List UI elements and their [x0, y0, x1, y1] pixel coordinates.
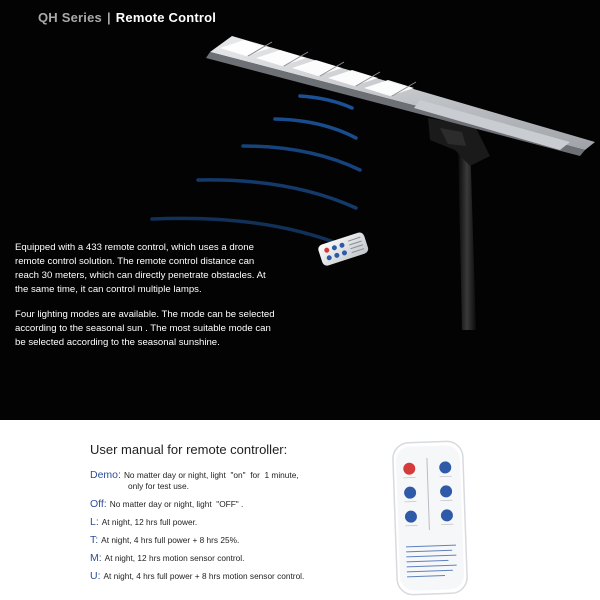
mode-key: Demo: — [90, 469, 121, 481]
street-light-icon — [206, 36, 595, 330]
mode-item-off: Off:No matter day or night, light "OFF" … — [90, 499, 380, 510]
intro-text: Equipped with a 433 remote control, whic… — [15, 241, 280, 361]
remote-control-icon — [318, 232, 369, 266]
mode-description: At night, 12 hrs full power. — [101, 517, 198, 527]
mode-key: M: — [90, 552, 102, 564]
series-label: QH Series — [38, 10, 102, 25]
mode-key: L: — [90, 516, 99, 528]
street-light-scene — [150, 36, 595, 330]
mode-description: At night, 4 hrs full power + 8 hrs 25%. — [101, 535, 240, 545]
mode-key: Off: — [90, 498, 107, 510]
solar-panel-icon — [206, 36, 595, 156]
intro-paragraph-2: Four lighting modes are available. The m… — [15, 309, 275, 348]
mode-item-t: T:At night, 4 hrs full power + 8 hrs 25%… — [90, 535, 380, 546]
remote-controller-image — [392, 440, 468, 596]
mode-description: No matter day or night, light "on" for 1… — [123, 470, 299, 480]
mode-description-cont: only for test use. — [128, 481, 189, 491]
product-feature-label: Remote Control — [115, 10, 217, 25]
user-manual-section: User manual for remote controller: Demo:… — [0, 420, 600, 600]
mode-description: At night, 12 hrs motion sensor control. — [104, 553, 245, 563]
manual-title: User manual for remote controller: — [90, 442, 288, 457]
mode-item-m: M:At night, 12 hrs motion sensor control… — [90, 553, 380, 564]
mode-description: At night, 4 hrs full power + 8 hrs motio… — [103, 571, 305, 581]
mode-list: Demo:No matter day or night, light "on" … — [90, 470, 380, 589]
intro-paragraph-1: Equipped with a 433 remote control, whic… — [15, 242, 266, 295]
mode-key: T: — [90, 534, 99, 546]
mode-item-l: L:At night, 12 hrs full power. — [90, 517, 380, 528]
title-separator: | — [106, 10, 111, 25]
hero-banner: QH Series | Remote Control — [0, 0, 600, 420]
mode-key: U: — [90, 570, 101, 582]
mode-item-u: U:At night, 4 hrs full power + 8 hrs mot… — [90, 571, 380, 582]
remote-control-icon — [392, 440, 468, 596]
mode-item-demo: Demo:No matter day or night, light "on" … — [90, 470, 380, 492]
mode-description: No matter day or night, light "OFF" . — [109, 499, 244, 509]
signal-wave-icon — [150, 94, 362, 248]
page-title: QH Series | Remote Control — [38, 10, 216, 25]
